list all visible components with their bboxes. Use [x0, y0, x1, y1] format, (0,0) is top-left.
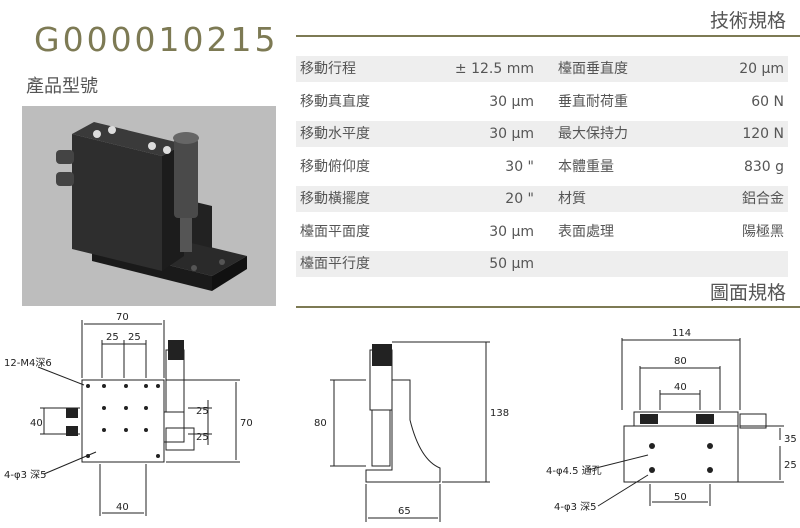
spec-name: 移動橫擺度	[300, 191, 370, 207]
spec-value: 30 "	[505, 158, 534, 175]
dim-r70: 70	[240, 418, 253, 429]
base-view-drawing: 114 80 40 35 25 4-φ4.5 通孔 4-φ3 深5 50	[546, 328, 797, 513]
spec-name: 移動行程	[300, 61, 356, 77]
spec-title: 技術規格	[709, 10, 786, 32]
spec-value: 30 μm	[489, 93, 534, 110]
spec-value: 30 μm	[489, 126, 534, 142]
spec-value: 60 N	[751, 93, 784, 110]
drawing-title: 圖面規格	[709, 282, 786, 304]
spec-name: 檯面平面度	[300, 223, 370, 240]
spec-name: 移動真直度	[300, 93, 370, 110]
dim-80: 80	[314, 418, 327, 429]
side-view-drawing: 80 138 65	[314, 341, 509, 522]
spec-value: 20 "	[505, 191, 534, 207]
front-view-drawing: 70 25 25 12-M4深6 40 25 25 70 4-φ3 深5 40	[4, 312, 253, 516]
dim-25b: 25	[128, 332, 141, 343]
dim-114: 114	[672, 328, 691, 339]
dim-r25a: 25	[196, 406, 209, 417]
spec-name: 移動水平度	[300, 126, 370, 142]
holes-m4-label: 12-M4深6	[4, 357, 52, 369]
product-photo	[22, 106, 276, 306]
spec-value: 鋁合金	[742, 191, 784, 207]
spec-row: 移動真直度 30 μm 垂直耐荷重 60 N	[296, 89, 788, 115]
spec-value: 30 μm	[489, 223, 534, 240]
dim-40-bottom: 40	[116, 502, 129, 513]
dim-70-top: 70	[116, 312, 129, 323]
spec-value: 陽極黑	[742, 223, 784, 240]
spec-name: 材質	[558, 191, 586, 207]
drawing-divider	[296, 306, 800, 308]
spec-value: 20 μm	[739, 61, 784, 77]
holes-phi3-base-label: 4-φ3 深5	[554, 501, 596, 513]
spec-name: 最大保持力	[558, 126, 628, 142]
spec-name: 表面處理	[558, 223, 614, 240]
spec-name: 垂直耐荷重	[558, 93, 628, 110]
dim-40-left: 40	[30, 418, 43, 429]
spec-value: 830 g	[743, 158, 784, 175]
dim-138: 138	[490, 408, 509, 419]
dim-80-base: 80	[674, 356, 687, 367]
spec-table: 移動行程 ± 12.5 mm 檯面垂直度 20 μm 移動真直度 30 μm 垂…	[296, 56, 788, 284]
spec-row: 移動水平度 30 μm 最大保持力 120 N	[296, 121, 788, 147]
model-code: G000010215	[34, 20, 279, 59]
dim-25a: 25	[106, 332, 119, 343]
spec-name: 檯面垂直度	[558, 61, 628, 77]
spec-row: 移動行程 ± 12.5 mm 檯面垂直度 20 μm	[296, 56, 788, 82]
dim-35: 35	[784, 434, 797, 445]
spec-name: 移動俯仰度	[300, 158, 370, 175]
dim-r25b: 25	[196, 432, 209, 443]
spec-name: 檯面平行度	[300, 256, 370, 272]
spec-value: 50 μm	[489, 256, 534, 272]
dim-25-base: 25	[784, 460, 797, 471]
spec-row: 檯面平行度 50 μm	[296, 251, 788, 277]
dim-65: 65	[398, 506, 411, 517]
holes-phi45-label: 4-φ4.5 通孔	[546, 465, 602, 477]
dim-40-base: 40	[674, 382, 687, 393]
spec-value: 120 N	[742, 126, 784, 142]
spec-value: ± 12.5 mm	[454, 61, 534, 77]
model-label: 產品型號	[26, 76, 98, 97]
spec-divider	[296, 35, 800, 37]
spec-name: 本體重量	[558, 158, 614, 175]
spec-row: 移動俯仰度 30 " 本體重量 830 g	[296, 154, 788, 180]
dim-50: 50	[674, 492, 687, 503]
spec-row: 檯面平面度 30 μm 表面處理 陽極黑	[296, 219, 788, 245]
spec-row: 移動橫擺度 20 " 材質 鋁合金	[296, 186, 788, 212]
holes-phi3-label: 4-φ3 深5	[4, 469, 46, 481]
